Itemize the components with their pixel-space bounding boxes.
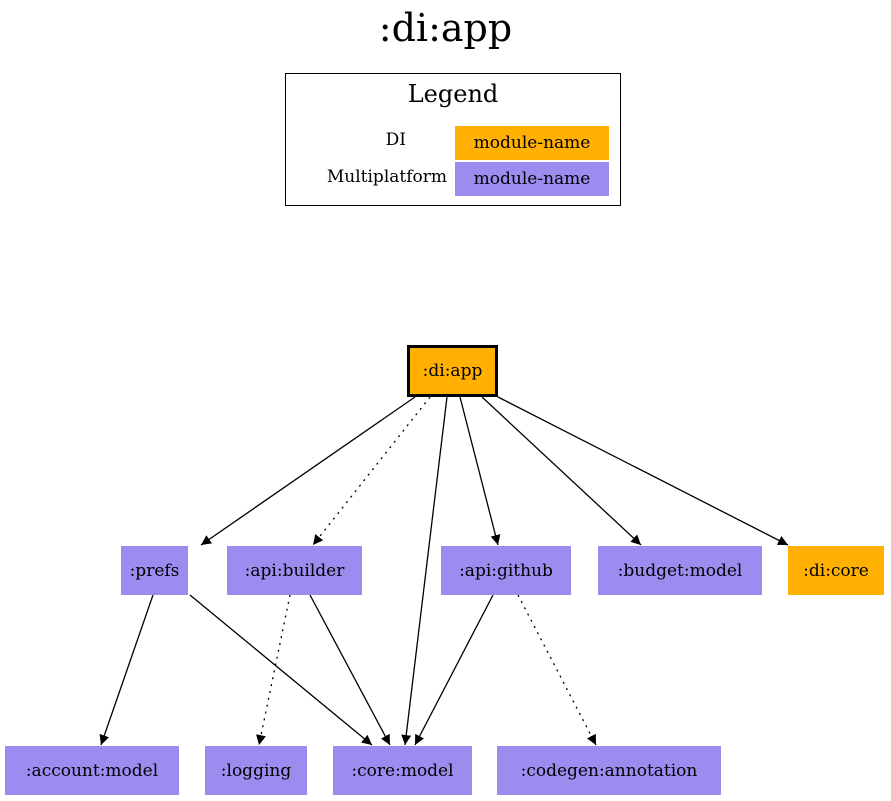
edge-di-app-to-di-core	[497, 396, 789, 546]
node-api-github[interactable]: :api:github	[441, 546, 571, 595]
edge-prefs-to-account-model	[99, 594, 154, 746]
edge-api-github-to-core-model	[414, 594, 494, 746]
edge-di-app-to-api-builder	[312, 396, 431, 546]
legend-box: Legend DI module-name Multiplatform modu…	[285, 73, 621, 206]
node-di-app[interactable]: :di:app	[407, 345, 498, 397]
node-prefs[interactable]: :prefs	[121, 546, 188, 595]
edge-api-builder-to-core-model	[309, 594, 391, 746]
graph-title: :di:app	[378, 6, 513, 50]
edge-api-builder-to-logging	[256, 594, 291, 746]
legend-label-multiplatform: Multiplatform	[326, 167, 447, 187]
legend-swatch-di: module-name	[455, 126, 609, 160]
edge-di-app-to-core-model	[401, 396, 448, 746]
legend-title: Legend	[407, 80, 499, 108]
node-codegen-annotation[interactable]: :codegen:annotation	[497, 746, 721, 795]
node-core-model[interactable]: :core:model	[333, 746, 472, 795]
legend-label-di: DI	[385, 130, 406, 150]
edge-prefs-to-core-model	[189, 594, 373, 746]
edge-di-app-to-budget-model	[481, 396, 642, 546]
legend-swatch-multiplatform: module-name	[455, 162, 609, 196]
edge-di-app-to-api-github	[459, 396, 501, 546]
edge-di-app-to-prefs	[200, 396, 416, 546]
node-logging[interactable]: :logging	[205, 746, 307, 795]
node-budget-model[interactable]: :budget:model	[598, 546, 762, 595]
node-api-builder[interactable]: :api:builder	[227, 546, 362, 595]
node-di-core[interactable]: :di:core	[788, 546, 884, 595]
edge-api-github-to-codegen-annotation	[517, 594, 597, 746]
node-account-model[interactable]: :account:model	[5, 746, 179, 795]
